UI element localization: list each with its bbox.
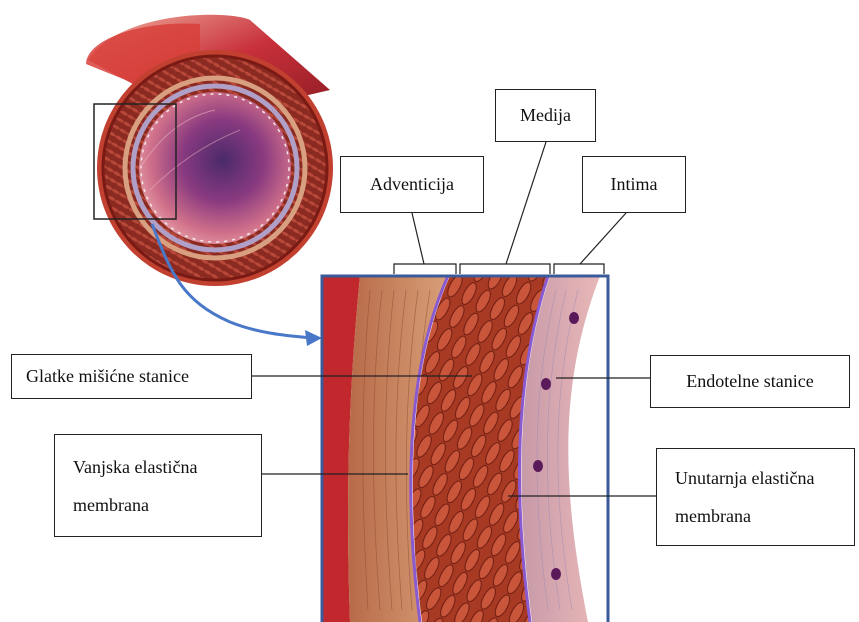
- label-medija-text: Medija: [520, 105, 571, 126]
- label-endotelne-stanice: Endotelne stanice: [650, 355, 850, 408]
- label-adventicija: Adventicija: [340, 156, 484, 213]
- label-vanjska-elasticna-membrana: Vanjska elastična membrana: [54, 434, 262, 537]
- label-intima-text: Intima: [611, 174, 658, 195]
- label-adventicija-text: Adventicija: [370, 174, 454, 195]
- label-unutarnja-elasticna-membrana: Unutarnja elastična membrana: [656, 448, 855, 546]
- magnified-wall: [322, 276, 608, 622]
- label-glatke-text: Glatke mišićne stanice: [26, 366, 189, 387]
- label-unutarnja-line2: membrana: [675, 497, 751, 535]
- label-endotelne-text: Endotelne stanice: [686, 371, 813, 392]
- label-intima: Intima: [582, 156, 686, 213]
- artery-cross-section: [86, 15, 333, 286]
- label-vanjska-line2: membrana: [73, 486, 149, 524]
- layer-brackets: [394, 264, 604, 274]
- label-unutarnja-line1: Unutarnja elastična: [675, 459, 814, 497]
- label-medija: Medija: [495, 89, 596, 142]
- label-glatke-misicne-stanice: Glatke mišićne stanice: [11, 354, 252, 399]
- label-vanjska-line1: Vanjska elastična: [73, 448, 197, 486]
